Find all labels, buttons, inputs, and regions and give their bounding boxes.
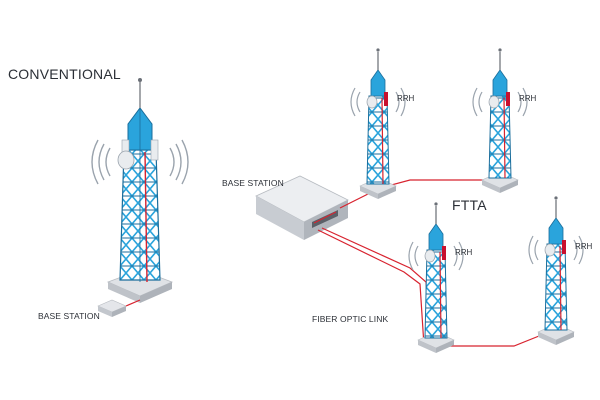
fiber-cables <box>317 177 545 347</box>
ftta-tower-2 <box>472 48 528 193</box>
base-station-right-label: BASE STATION <box>222 178 284 188</box>
ftta-tower-3 <box>408 202 464 353</box>
base-station-large <box>255 175 349 240</box>
rrh-unit-1 <box>384 92 388 106</box>
rrh-unit-3 <box>442 246 446 260</box>
rrh-label-1: RRH <box>397 94 415 103</box>
rrh-label-3: RRH <box>455 248 473 257</box>
conventional-label: CONVENTIONAL <box>8 66 121 82</box>
rrh-label-2: RRH <box>519 94 537 103</box>
rrh-label-4: RRH <box>575 242 593 251</box>
ftta-label: FTTA <box>452 197 487 213</box>
ftta-tower-4 <box>528 196 584 345</box>
base-station-left-label: BASE STATION <box>38 311 100 321</box>
fiber-optic-link-label: FIBER OPTIC LINK <box>312 314 389 324</box>
conventional-tower <box>91 78 189 303</box>
base-station-small <box>97 299 141 317</box>
ftta-tower-1 <box>350 48 406 199</box>
rrh-unit-2 <box>506 92 510 106</box>
rrh-unit-4 <box>562 240 566 254</box>
